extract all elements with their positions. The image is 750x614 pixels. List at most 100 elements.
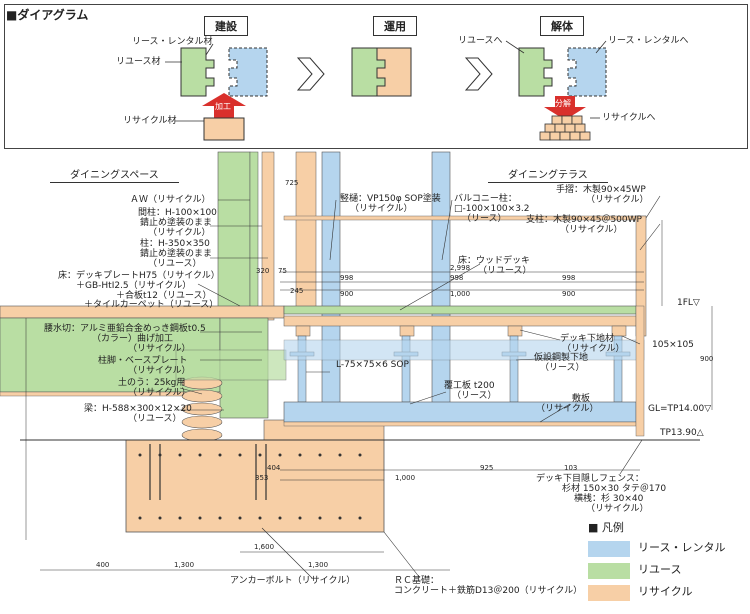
annot-fence2: 杉材 150×30 タテ＠170	[562, 484, 667, 494]
dim-2998: 2,998	[450, 264, 471, 272]
annot-beam-h1: 梁：H-588×300×12×20	[84, 404, 192, 414]
label-lease-rental-material: リース・レンタル材	[132, 37, 213, 47]
rc-foundation	[125, 439, 385, 533]
dim-1600: 1,600	[254, 543, 275, 551]
label-process: 加工	[215, 102, 231, 111]
annot-plate1: 覆工板 t200	[444, 381, 495, 391]
annot-gutter1: 竪樋：VP150φ SOP塗装	[340, 194, 441, 204]
legend-item: リース・レンタル	[588, 540, 738, 557]
reuse-piece-construction	[180, 47, 215, 97]
steel-column	[261, 151, 275, 321]
aw-wall	[217, 151, 251, 309]
diagram-frame	[4, 4, 748, 149]
annot-deck1: 床：ウッドデッキ	[458, 256, 531, 266]
legend-item: リサイクル	[588, 584, 738, 601]
annot-deck-base2: （リサイクル）	[562, 344, 625, 354]
rubble-pile	[539, 115, 591, 141]
annot-plate2: （リース）	[452, 391, 497, 401]
annot-post1: 支柱：木製90×45＠500WP	[526, 215, 642, 225]
level-1fl: 1FL▽	[677, 298, 700, 308]
stage-demolition: 解体	[540, 16, 584, 36]
diagram-title: ■ダイアグラム	[6, 8, 89, 22]
deck-joist	[283, 315, 637, 327]
dim-725: 725	[285, 179, 299, 187]
reuse-piece-demolition	[518, 47, 553, 97]
dim-998b: 998	[450, 274, 464, 282]
dim-1000b: 1,000	[395, 474, 416, 482]
legend-swatch-lease	[588, 540, 630, 557]
wood-deck	[283, 305, 637, 315]
heading-dining-space: ダイニングスペース	[50, 170, 179, 183]
annot-fence1: デッキ下目隠しフェンス：	[536, 474, 644, 484]
annot-beam-h2: （リユース）	[128, 414, 182, 424]
annot-floor1: 床：デッキプレートH75（リサイクル）	[58, 271, 220, 281]
dim-900v: 900	[700, 355, 714, 363]
label-disassembly: 分解	[555, 99, 571, 108]
dim-400: 400	[96, 561, 110, 569]
lease-piece-construction	[228, 47, 268, 97]
annot-floor4: ＋タイルカーペット（リユース）	[84, 300, 219, 310]
recycle-piece-operation	[376, 47, 412, 97]
dim-103: 103	[564, 464, 578, 472]
dim-998c: 998	[562, 274, 576, 282]
annot-anchor: アンカーボルト（リサイクル）	[230, 576, 356, 586]
annot-rc1: ＲＣ基礎：	[394, 576, 440, 586]
legend: ■ 凡例 リース・レンタル リユース リサイクル	[588, 521, 738, 601]
dim-245: 245	[290, 287, 304, 295]
annot-floor3: ＋合板t12（リユース）	[116, 291, 212, 301]
annot-wainscot1: 腰水切：アルミ亜鉛合金めっき鋼板t0.5	[44, 324, 206, 334]
chevron-right-icon	[464, 57, 493, 91]
label-reuse-material: リユース材	[116, 57, 161, 67]
level-post-size: 105×105	[652, 340, 694, 350]
label-to-recycle: リサイクルへ	[602, 113, 656, 123]
annot-sandbag1: 土のう：25kg用	[118, 378, 186, 388]
lease-piece-demolition	[567, 47, 607, 97]
annot-angle: L-75×75×6 SOP	[336, 360, 409, 370]
annot-col2: 錆止め塗装のまま	[140, 249, 213, 259]
dim-900b: 900	[562, 290, 576, 298]
dim-1000: 1,000	[450, 290, 471, 298]
annot-fence3: 横桟：杉 30×40	[574, 494, 644, 504]
annot-sandbag2: （リサイクル）	[128, 388, 191, 398]
legend-item: リユース	[588, 562, 738, 579]
level-tp: TP13.90△	[660, 428, 704, 438]
heading-dining-terrace: ダイニングテラス	[488, 170, 608, 183]
dim-353: 353	[255, 474, 269, 482]
dim-404: 404	[267, 464, 281, 472]
diagram-graphics	[165, 40, 607, 141]
label-to-lease-rental: リース・レンタルへ	[608, 36, 689, 46]
annot-rc2: コンクリート＋鉄筋D13＠200（リサイクル）	[394, 586, 583, 596]
legend-label: リサイクル	[638, 585, 693, 599]
legend-swatch-reuse	[588, 562, 630, 579]
stage-construction: 建設	[204, 16, 248, 36]
annot-base2: （リサイクル）	[128, 366, 191, 376]
legend-label: リユース	[638, 563, 682, 577]
stage-operation: 運用	[373, 16, 417, 36]
disassembly-arrow	[544, 96, 586, 120]
legend-label: リース・レンタル	[638, 541, 726, 555]
annot-beam2: 錆止め塗装のまま	[140, 218, 213, 228]
annot-temp-steel2: （リース）	[540, 363, 585, 373]
chevron-right-icon	[296, 57, 325, 91]
annot-balcony1: バルコニー柱：	[454, 194, 517, 204]
dim-1300b: 1,300	[308, 561, 329, 569]
downspout	[321, 151, 341, 423]
annot-wainscot2: （カラー）曲げ加工	[92, 334, 174, 344]
dim-900a: 900	[340, 290, 354, 298]
annot-handrail2: （リサイクル）	[586, 195, 649, 205]
annot-sleeper1: 敷板	[572, 394, 591, 404]
recycle-block	[203, 117, 245, 141]
dim-1300a: 1,300	[174, 561, 195, 569]
annot-base1: 柱脚・ベースプレート	[98, 356, 188, 366]
annot-beam1: 間柱：H-100×100	[138, 208, 217, 218]
dim-75: 75	[278, 267, 287, 275]
legend-swatch-recycle	[588, 584, 630, 601]
stud-column	[249, 151, 259, 313]
h-beam	[175, 349, 287, 381]
annot-aw: ＡＷ（リサイクル）	[130, 195, 211, 205]
annot-beam3: （リサイクル）	[148, 228, 211, 238]
annot-sleeper2: （リサイクル）	[536, 404, 599, 414]
annot-col3: （リユース）	[148, 259, 202, 269]
annot-balcony2: □-100×100×3.2	[454, 204, 530, 214]
annot-wainscot3: （リサイクル）	[128, 344, 191, 354]
